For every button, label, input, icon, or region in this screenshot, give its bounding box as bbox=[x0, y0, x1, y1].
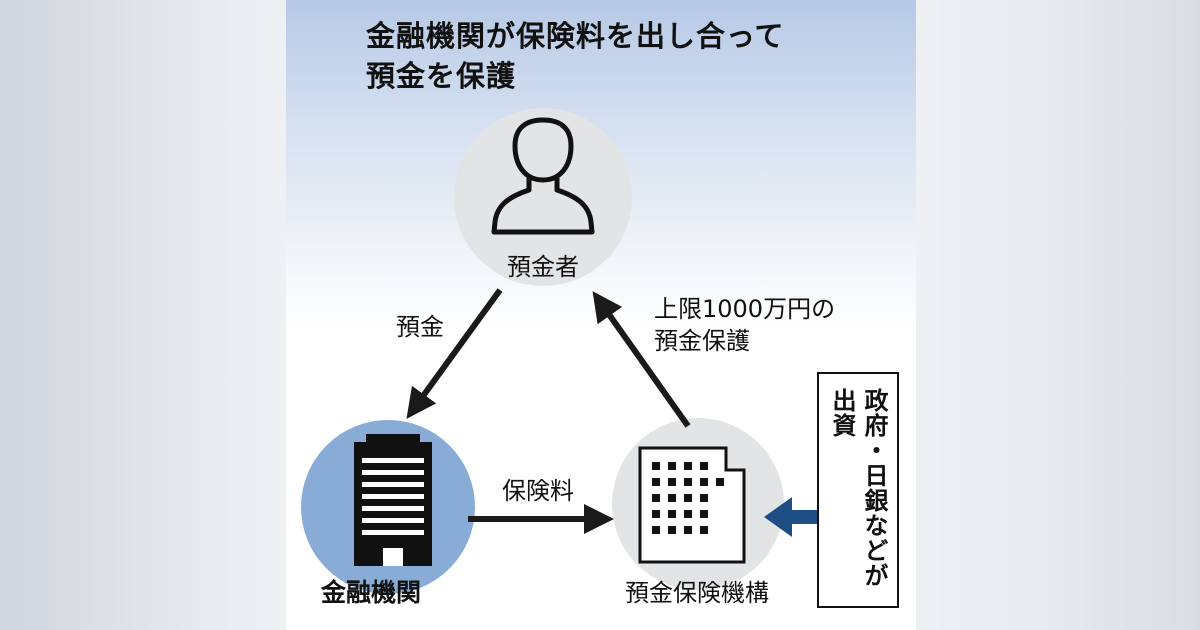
title-line-2: 預金を保護 bbox=[366, 59, 517, 93]
background-left bbox=[0, 0, 286, 630]
background-right bbox=[916, 0, 1200, 630]
diagram-panel: 金融機関が保険料を出し合って 預金を保護 bbox=[286, 0, 916, 630]
premium-edge-label: 保険料 bbox=[502, 477, 574, 505]
flow-diagram bbox=[301, 108, 818, 594]
funders-text-col-1: 政府・日銀などが bbox=[860, 388, 888, 588]
funding-arrow bbox=[764, 497, 818, 537]
depositor-circle bbox=[454, 108, 632, 286]
funders-box: 政府・日銀などが 出資 bbox=[817, 372, 899, 608]
protection-label-line-1: 上限1000万円の bbox=[654, 295, 836, 323]
deposit-edge-label: 預金 bbox=[396, 313, 444, 341]
bank-building-icon bbox=[354, 434, 432, 566]
protection-arrow bbox=[592, 291, 691, 428]
corp-label: 預金保険機構 bbox=[625, 579, 769, 607]
depositor-label: 預金者 bbox=[507, 253, 579, 281]
office-building-icon bbox=[638, 446, 746, 564]
deposit-arrow bbox=[406, 288, 503, 419]
bank-label: 金融機関 bbox=[320, 578, 422, 607]
funders-text-col-2: 出資 bbox=[828, 388, 856, 438]
protection-label-line-2: 預金保護 bbox=[654, 327, 750, 355]
diagram-title: 金融機関が保険料を出し合って 預金を保護 bbox=[366, 16, 886, 96]
person-icon bbox=[491, 117, 595, 235]
title-line-1: 金融機関が保険料を出し合って bbox=[366, 19, 785, 53]
